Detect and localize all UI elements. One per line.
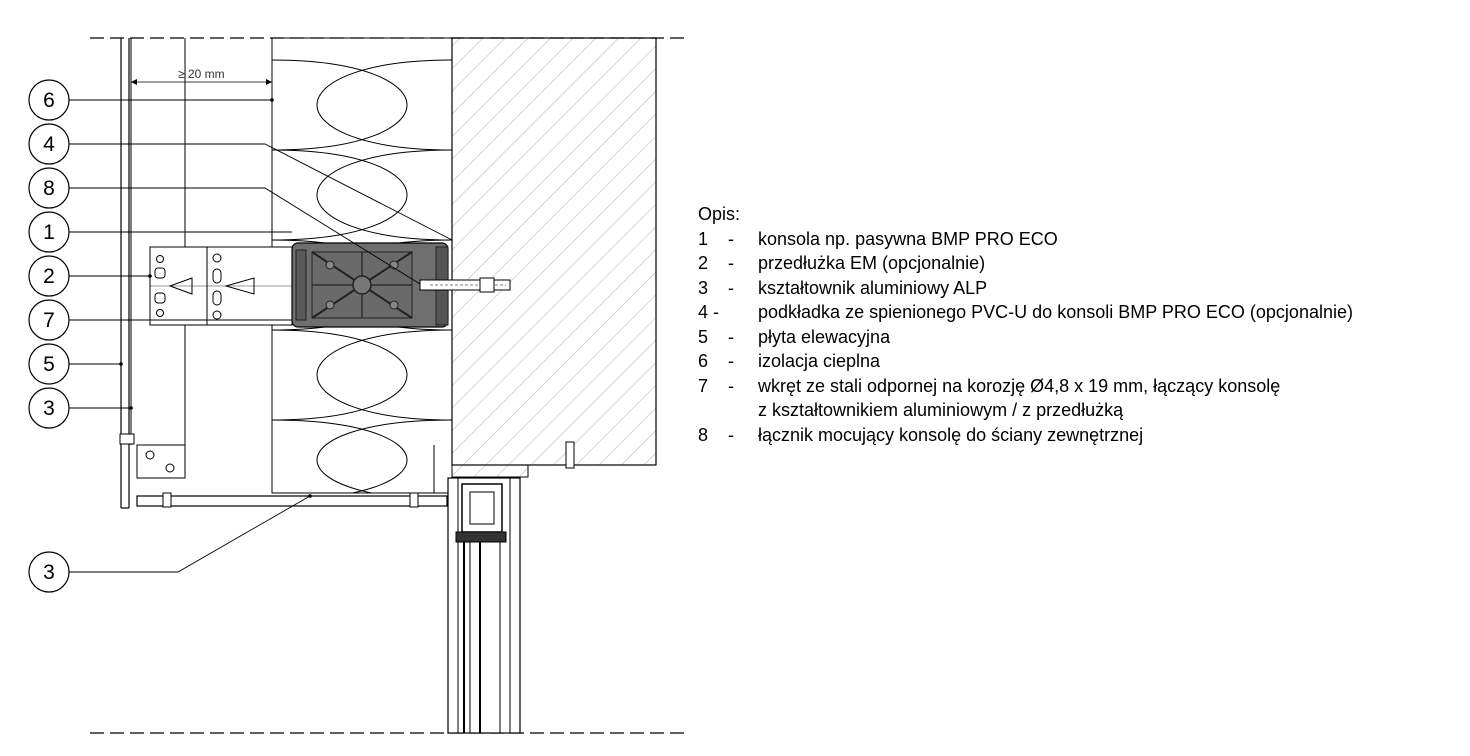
callout-5: 7 <box>28 299 70 341</box>
callout-number: 8 <box>43 177 55 200</box>
legend-title: Opis: <box>698 204 741 224</box>
callout-1: 4 <box>28 123 70 165</box>
legend-text: łącznik mocujący konsolę do ściany zewnę… <box>758 424 1144 445</box>
legend-row: 4 - podkładka ze spienionego PVC-U do kon… <box>698 300 1353 325</box>
callout-number: 7 <box>43 309 55 332</box>
callout-3: 1 <box>28 211 70 253</box>
callout-number: 5 <box>43 353 55 376</box>
legend-number: 6 <box>698 351 709 371</box>
legend-number: 3 <box>698 277 709 298</box>
legend-dash: - <box>728 375 734 396</box>
leader-lines <box>69 99 453 573</box>
legend-number: 2 <box>698 253 709 273</box>
callout-0: 6 <box>28 79 70 121</box>
facade-panel <box>120 38 130 509</box>
callout-8: 3 <box>28 551 70 593</box>
legend-number: 5 <box>698 326 709 347</box>
leader-dots <box>119 98 312 498</box>
callout-number: 3 <box>43 397 55 420</box>
legend-row: 7- wkręt ze stali odpornej na korozję Ø4,… <box>698 374 1353 399</box>
legend-text: konsola np. pasywna BMP PRO ECO <box>758 228 1058 249</box>
callout-6: 5 <box>28 343 70 385</box>
callout-number: 4 <box>43 133 55 156</box>
callout-circle <box>28 551 70 593</box>
legend-row: 2- przedłużka EM (opcjonalnie) <box>698 251 1353 276</box>
legend-row: 5- płyta elewacyjna <box>698 325 1353 350</box>
dimension-label: ≥ 20 mm <box>178 67 225 81</box>
extension-plate <box>149 246 293 326</box>
legend-text: podkładka ze spienionego PVC-U do konsol… <box>758 302 1353 322</box>
callout-circle <box>28 299 70 341</box>
legend-dash: - <box>728 228 734 249</box>
legend-dash <box>728 300 758 325</box>
callout-7: 3 <box>28 387 70 429</box>
legend-number: 1 <box>698 228 709 249</box>
legend-row: 1- konsola np. pasywna BMP PRO ECO <box>698 227 1353 252</box>
legend-number: 8 <box>698 424 709 445</box>
legend-dash: - <box>728 424 734 445</box>
legend-text: kształtownik aluminiowy ALP <box>758 277 988 298</box>
callout-circle <box>28 343 70 385</box>
legend-dash: - <box>728 253 734 273</box>
window-frame <box>447 441 575 734</box>
callout-circle <box>28 167 70 209</box>
callout-circle <box>28 123 70 165</box>
legend-dash: - <box>728 351 734 371</box>
legend-row: 8- łącznik mocujący konsolę do ściany zew… <box>698 423 1353 448</box>
legend-row: 6- izolacja cieplna <box>698 349 1353 374</box>
callout-number: 3 <box>43 561 55 584</box>
legend-text: płyta elewacyjna <box>758 326 891 347</box>
dimension-line: ≥ 20 mm <box>131 67 272 85</box>
callout-circle <box>28 255 70 297</box>
callout-circle <box>28 79 70 121</box>
callout-circle <box>28 211 70 253</box>
callout-2: 8 <box>28 167 70 209</box>
legend-dash: - <box>728 277 734 298</box>
legend-number: 4 - <box>698 302 720 322</box>
callout-circle <box>28 387 70 429</box>
legend-dash: - <box>728 326 734 347</box>
callout-4: 2 <box>28 255 70 297</box>
console-bracket <box>291 242 449 328</box>
legend-text: izolacja cieplna <box>758 351 881 371</box>
legend-row: 3- kształtownik aluminiowy ALP <box>698 276 1353 301</box>
wall-anchor <box>419 277 511 293</box>
legend-text: przedłużka EM (opcjonalnie) <box>758 253 986 273</box>
legend-continuation: z kształtownikiem aluminiowym / z przedł… <box>758 400 1124 420</box>
legend-number: 7 <box>698 375 709 396</box>
callout-number: 6 <box>43 89 55 112</box>
exterior-wall <box>451 37 657 466</box>
callout-number: 2 <box>43 265 55 288</box>
callout-number: 1 <box>43 221 55 244</box>
legend-text: wkręt ze stali odpornej na korozję Ø4,8 … <box>758 375 1281 396</box>
section-drawing: ≥ 20 mm <box>28 37 690 734</box>
